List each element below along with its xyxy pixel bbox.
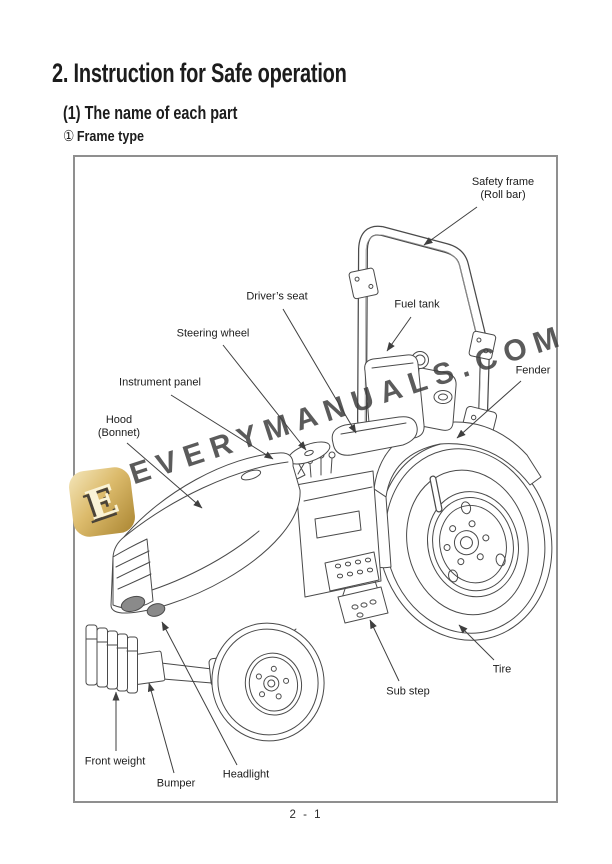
label-bumper: Bumper — [156, 777, 196, 790]
label-sub-step: Sub step — [386, 685, 430, 698]
leader-drivers-seat — [282, 308, 357, 434]
seat-drawing — [331, 354, 425, 456]
label-instrument-panel: Instrument panel — [119, 376, 201, 389]
grille-drawing — [112, 538, 166, 617]
leader-bumper — [147, 682, 175, 774]
leader-headlight — [161, 621, 238, 766]
section-heading: (1) The name of each part — [63, 103, 238, 123]
front-weight-drawing — [85, 624, 138, 694]
label-fender: Fender — [515, 364, 551, 377]
roll-bar-drawing — [348, 225, 498, 454]
front-wheel-drawing — [211, 622, 325, 742]
label-fuel-tank: Fuel tank — [394, 298, 440, 311]
leader-sub-step — [369, 619, 400, 682]
label-safety-frame: Safety frame(Roll bar) — [471, 176, 535, 201]
leader-hood — [126, 442, 203, 509]
leader-lines — [112, 206, 522, 774]
sub-step-drawing — [337, 580, 389, 624]
page-title: 2. Instruction for Safe operation — [52, 58, 347, 88]
hood-drawing — [110, 452, 301, 614]
label-hood: Hood(Bonnet) — [97, 414, 141, 439]
leader-instrument-panel — [170, 394, 274, 460]
leader-steering-wheel — [222, 344, 307, 451]
subsection-title: Frame type — [76, 128, 145, 145]
step-drawing — [324, 551, 380, 592]
leader-fuel-tank — [386, 316, 412, 352]
watermark-logo-icon: E — [67, 465, 137, 539]
label-headlight: Headlight — [222, 768, 270, 781]
page-number: 2 - 1 — [289, 809, 323, 821]
label-front-weight: Front weight — [84, 755, 146, 768]
leader-fender — [456, 380, 522, 439]
headlight-right-icon — [146, 603, 166, 617]
circled-number-icon: ① — [63, 127, 75, 145]
label-drivers-seat: Driver’s seat — [246, 290, 308, 303]
diagram-frame: EVERYMANUALS.COM E Safety frame(Roll bar… — [67, 155, 570, 803]
watermark-logo-letter: E — [79, 474, 125, 530]
label-steering-wheel: Steering wheel — [176, 327, 250, 340]
label-tire: Tire — [492, 663, 512, 676]
headlight-left-icon — [120, 595, 146, 613]
leader-safety-frame — [423, 206, 478, 246]
tractor-illustration — [85, 206, 553, 774]
leader-tire — [458, 624, 495, 661]
